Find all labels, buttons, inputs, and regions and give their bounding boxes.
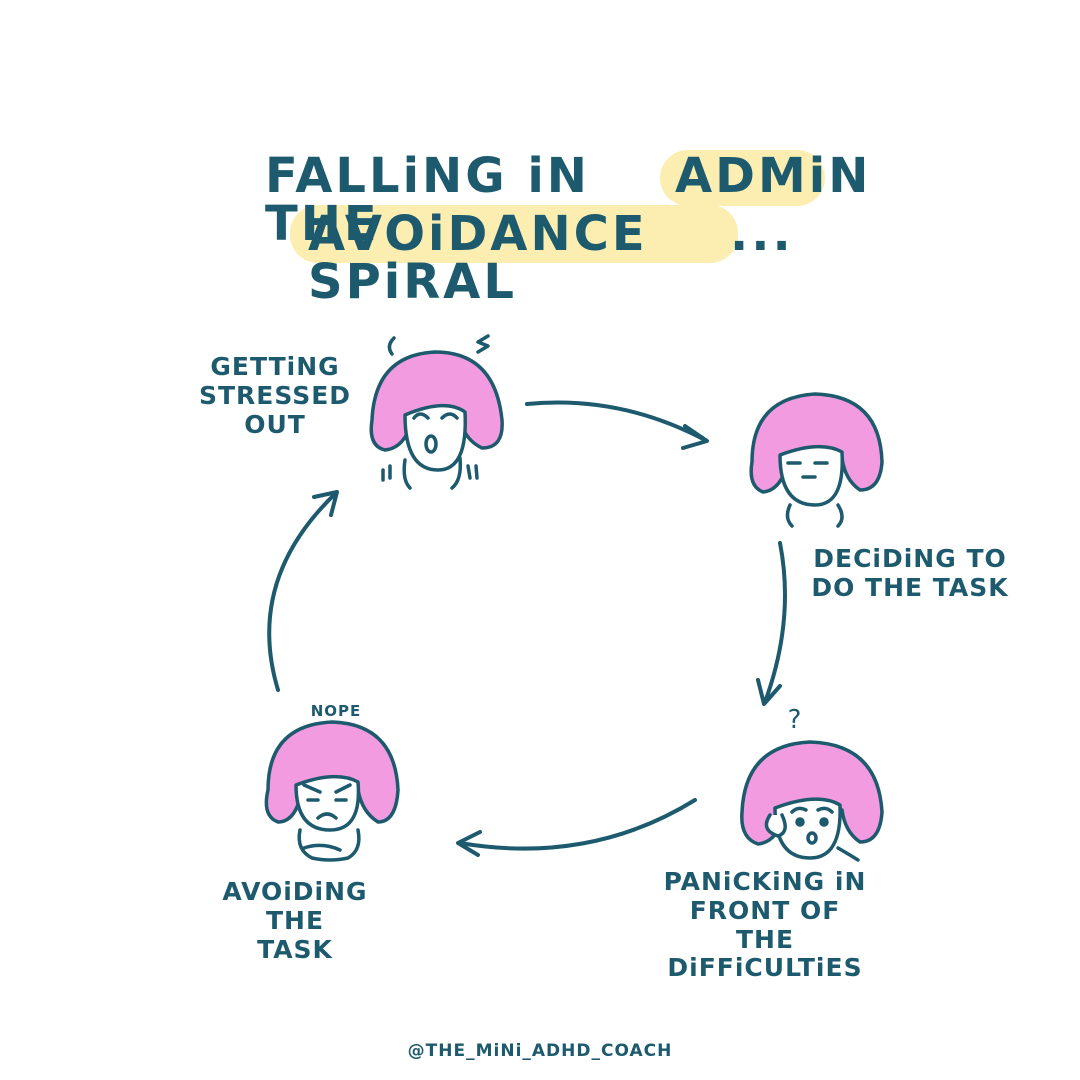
arrow-deciding-to-panicking (756, 541, 787, 706)
stage-label-panicking: PANiCKiNG iN FRONT OF THE DiFFiCULTiES (663, 867, 867, 983)
character-panicking (740, 740, 884, 862)
title-line1-start: FALLiNG iN THE (265, 148, 590, 252)
title-line2-highlight: AVOiDANCE SPiRAL (308, 206, 648, 310)
question-mark: ? (787, 705, 803, 735)
stage-label-stressed: GETTiNG STRESSED OUT (198, 352, 352, 439)
character-avoiding (264, 720, 400, 862)
arrow-panicking-to-avoiding (456, 798, 697, 857)
arrow-avoiding-to-stressed (267, 490, 339, 692)
stage-label-avoiding: AVOiDiNG THE TASK (222, 877, 368, 964)
arrow-stressed-to-deciding (525, 400, 709, 450)
title-highlight-2 (290, 205, 738, 263)
stage-label-deciding: DECiDiNG TO DO THE TASK (811, 544, 1009, 602)
character-deciding (749, 392, 884, 528)
title-highlight-1 (660, 150, 825, 206)
character-stressed (369, 334, 504, 490)
author-credit: @THE_MiNi_ADHD_COACH (407, 1041, 673, 1061)
title-line2-end: ... (730, 206, 794, 262)
nope-label: NOPE (310, 702, 362, 720)
